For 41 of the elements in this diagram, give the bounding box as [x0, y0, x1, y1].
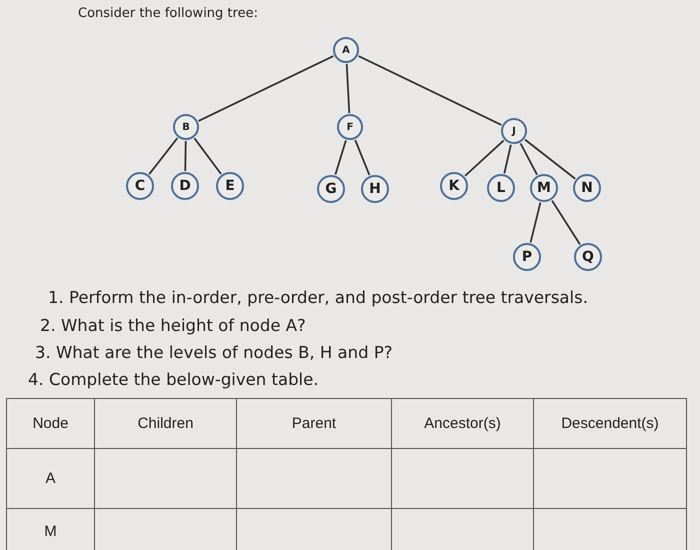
tree-edge — [354, 140, 370, 176]
column-header: Children — [138, 415, 194, 432]
tree-edge — [524, 138, 576, 180]
column-header: Ancestor(s) — [424, 415, 501, 432]
column-header: Parent — [292, 415, 336, 432]
tree-node-circle: D — [171, 172, 199, 200]
tree-node-circle: H — [361, 175, 389, 203]
tree-node-circle: F — [337, 114, 363, 140]
tree-edge — [334, 140, 347, 175]
tree-edge — [503, 144, 512, 174]
tree-node-circle: J — [501, 118, 527, 144]
tree-node-circle: K — [440, 172, 468, 200]
title: Consider the following tree: — [78, 6, 258, 21]
row-label: M — [44, 523, 57, 540]
question-text: 3. What are the levels of nodes B, H and P? — [35, 343, 393, 362]
tree-edge — [184, 140, 187, 172]
question-text: 4. Complete the below-given table. — [28, 370, 319, 389]
tree-edge — [194, 138, 222, 175]
tree-node-circle: N — [573, 174, 601, 202]
tree-node-circle: P — [513, 243, 541, 271]
tree-edge — [530, 202, 542, 243]
tree-edge — [148, 137, 178, 175]
tree-node-circle: E — [216, 172, 244, 200]
tree-edge — [464, 140, 504, 177]
tree-edge — [346, 64, 350, 114]
tree-node-circle: L — [487, 174, 515, 202]
tree-node-circle: A — [333, 37, 359, 63]
tree-node-circle: B — [173, 114, 199, 140]
column-header: Descendent(s) — [561, 415, 659, 432]
tree-edge — [551, 200, 581, 245]
column-header: Node — [32, 415, 68, 432]
tree-node-circle: G — [317, 175, 345, 203]
question-text: 2. What is the height of node A? — [40, 316, 306, 335]
question-text: 1. Perform the in-order, pre-order, and post-order tree traversals. — [48, 288, 588, 307]
tree-node-circle: C — [126, 172, 154, 200]
row-label: A — [45, 470, 56, 487]
tree-edge — [520, 142, 538, 176]
tree-edge — [198, 55, 334, 122]
tree-node-circle: Q — [574, 243, 602, 271]
tree-edge — [358, 55, 502, 126]
tree-node-circle: M — [530, 174, 558, 202]
